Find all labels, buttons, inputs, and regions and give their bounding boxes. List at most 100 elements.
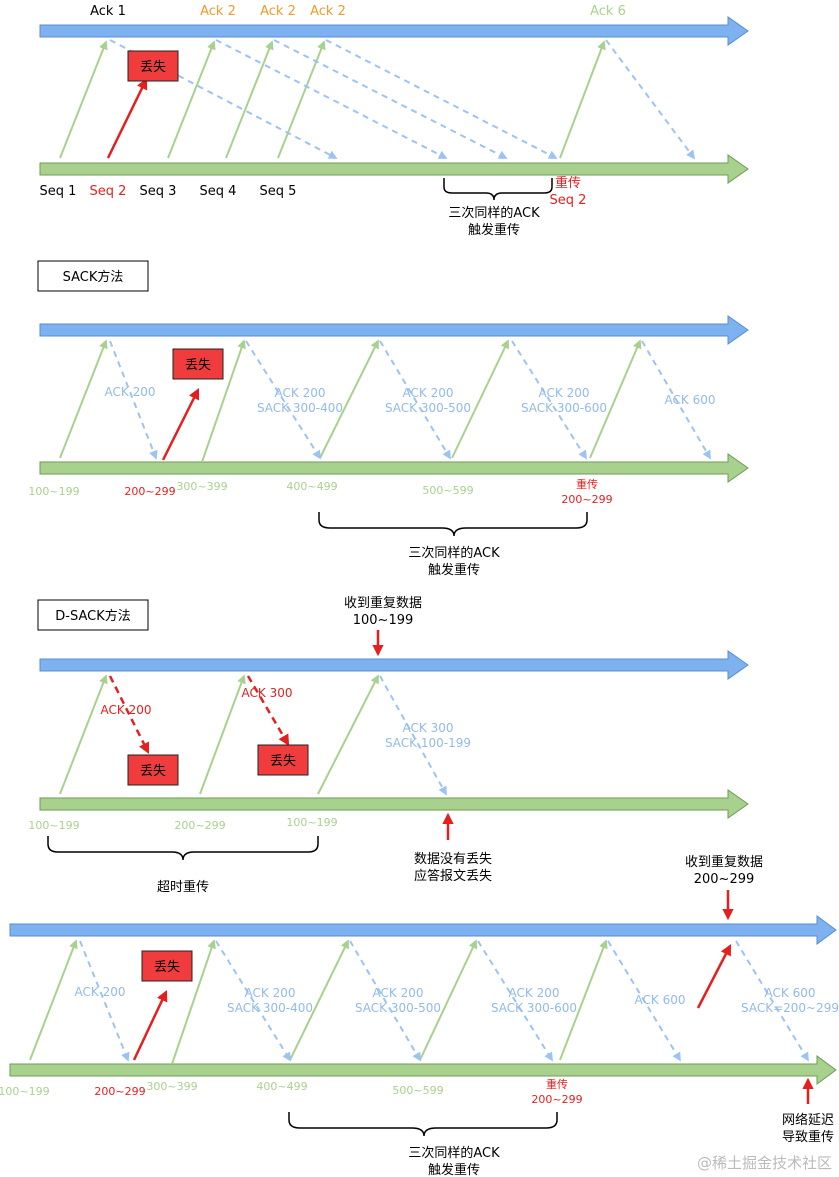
dup-label: 100~199 — [353, 613, 414, 628]
lost-label: 丢失 — [185, 358, 211, 373]
seq-label: Seq 3 — [140, 184, 177, 199]
send-arrow — [59, 674, 108, 795]
sack-label: SACK 300-400 — [257, 401, 343, 415]
seq-label: 300~399 — [176, 480, 227, 493]
ack-arrow — [273, 39, 508, 159]
brace — [318, 512, 588, 537]
ack-label: ACK 600 — [665, 393, 716, 407]
ack-label: ACK 200 — [509, 986, 560, 1000]
send-arrow — [225, 40, 274, 159]
ack-arrow — [109, 39, 338, 159]
ack-arrow — [379, 340, 451, 460]
watermark: @稀土掘金技术社区 — [697, 1154, 832, 1172]
brace — [443, 178, 553, 201]
send-arrow — [171, 939, 216, 1065]
section-title-box — [37, 599, 149, 631]
ack-label: ACK 300 — [403, 721, 454, 735]
section-title: D-SACK方法 — [55, 608, 130, 624]
seq-label: 100~199 — [28, 485, 79, 498]
trigger-label: 触发重传 — [428, 562, 480, 578]
ack-label: ACK 600 — [765, 986, 816, 1000]
lost-box — [172, 348, 224, 380]
ack-label: ACK 200 — [403, 386, 454, 400]
ack-arrow — [641, 340, 711, 460]
ack-arrow — [477, 940, 553, 1062]
ack-arrow — [325, 39, 558, 159]
sack-label: SACK 300-600 — [521, 401, 607, 415]
ack-arrow — [511, 340, 587, 460]
lost-label: 丢失 — [270, 754, 296, 769]
dup-label: 收到重复数据 — [344, 595, 422, 611]
sack-label: SACK 300-500 — [355, 1001, 441, 1015]
ack-arrow — [607, 940, 681, 1062]
send-arrow — [419, 939, 478, 1061]
timeout-label: 超时重传 — [157, 879, 209, 895]
ack-label: ACK 200 — [539, 386, 590, 400]
delayed-send-arrow — [696, 944, 732, 1009]
send-arrow — [559, 939, 608, 1061]
ack-arrow — [349, 940, 421, 1062]
lost-ack-arrow — [108, 675, 150, 755]
trigger-label: 三次同样的ACK — [408, 1145, 500, 1161]
note-label: 应答报文丢失 — [414, 868, 492, 884]
ack-label: ACK 200 — [245, 986, 296, 1000]
ack-arrow — [735, 940, 809, 1062]
send-arrow — [589, 339, 642, 459]
retransmit-seq-label: 200~299 — [531, 1093, 582, 1106]
trigger-label: 触发重传 — [428, 1162, 480, 1177]
receiver-timeline — [9, 915, 837, 945]
lost-box — [127, 50, 179, 82]
retransmit-label: 重传 — [546, 1077, 568, 1091]
send-arrow — [317, 674, 379, 795]
retransmit-seq-label: 200~299 — [561, 493, 612, 506]
receiver-timeline — [39, 315, 749, 345]
ack-label: ACK 200 — [75, 985, 126, 999]
ack-label: ACK 200 — [373, 986, 424, 1000]
send-arrow — [167, 40, 216, 159]
lost-send-arrow — [161, 387, 200, 461]
ack-label: ACK 200 — [275, 386, 326, 400]
ack-arrow — [79, 940, 130, 1062]
send-arrow — [319, 339, 379, 459]
send-arrow — [59, 339, 108, 459]
sack-label: SACK 300-600 — [491, 1001, 577, 1015]
seq-label: 200~299 — [94, 1085, 145, 1098]
lost-label: 丢失 — [140, 764, 166, 779]
send-arrow — [199, 674, 246, 795]
delay-label: 网络延迟 — [782, 1112, 834, 1128]
section-title: SACK方法 — [63, 269, 124, 285]
seq-label: 400~499 — [256, 1080, 307, 1093]
sack-label: SACK 300-500 — [385, 401, 471, 415]
sender-timeline — [9, 1055, 837, 1085]
seq-label: 500~599 — [392, 1084, 443, 1097]
lost-send-arrow — [132, 989, 168, 1061]
receiver-timeline — [39, 650, 749, 680]
send-arrow — [277, 40, 326, 159]
section-3-dsack: D-SACK方法 收到重复数据 100~199 ACK 200 ACK 300 … — [28, 595, 749, 895]
ack-label: Ack 2 — [260, 4, 296, 19]
section-title-box — [37, 260, 149, 292]
seq-label: 500~599 — [422, 484, 473, 497]
trigger-label: 三次同样的ACK — [408, 545, 500, 561]
sender-timeline — [39, 453, 749, 483]
retransmit-label: 重传 — [576, 477, 598, 491]
section-2-sack: SACK方法 丢失 ACK 200 ACK 200 SACK 300-400 A… — [28, 260, 749, 578]
ack-label: Ack 2 — [310, 4, 346, 19]
dup-label: 收到重复数据 — [685, 854, 763, 870]
seq-label: 100~199 — [286, 816, 337, 829]
section-4-dsack-delay: 收到重复数据 200~299 丢失 ACK 200 ACK 200 SACK 3… — [0, 854, 839, 1177]
ack-label: ACK 200 — [105, 385, 156, 399]
seq-label: 100~199 — [0, 1085, 50, 1098]
brace — [47, 836, 319, 861]
ack-arrow — [245, 340, 321, 460]
trigger-label: 触发重传 — [468, 222, 520, 238]
seq-label: 400~499 — [286, 480, 337, 493]
seq-label: Seq 1 — [40, 184, 77, 199]
retransmit-label: 重传 — [555, 175, 581, 191]
sack-label: SACK=200~299 — [741, 1001, 839, 1015]
ack-label: ACK 200 — [101, 703, 152, 717]
send-arrow — [559, 40, 606, 159]
ack-arrow — [215, 940, 291, 1062]
ack-arrow — [109, 340, 158, 460]
send-arrow — [201, 339, 246, 463]
